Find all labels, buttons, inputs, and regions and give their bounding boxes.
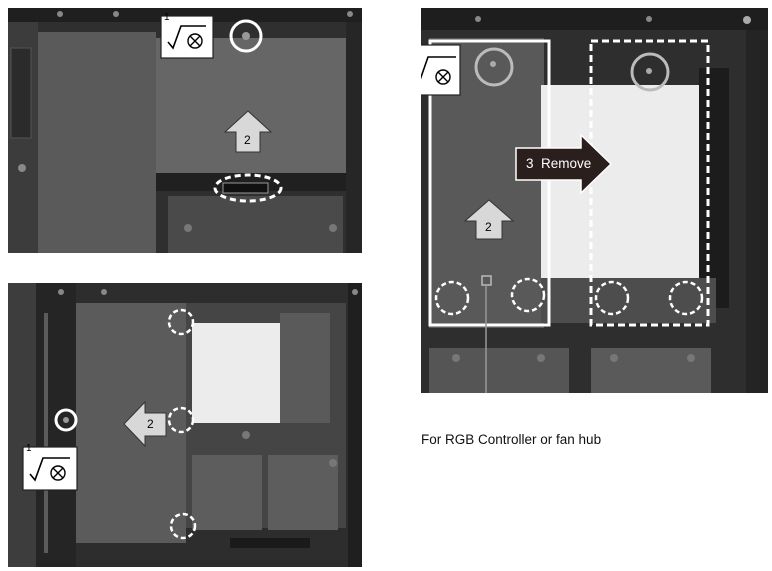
screw-remove-icon (22, 446, 78, 491)
screw-highlight-circle (474, 47, 514, 87)
step-number-label: 1 (26, 443, 32, 454)
top-left-photo (8, 8, 362, 253)
right-photo (421, 8, 768, 393)
tab-highlight-circle (167, 406, 195, 434)
left-arrow-icon (123, 400, 167, 448)
up-arrow-icon (463, 199, 515, 240)
arrow-number-label: 2 (147, 417, 154, 431)
screw-remove-icon (160, 15, 214, 59)
panel-right: 1 2 3 Remove (421, 8, 768, 393)
screw-highlight-circle (630, 52, 670, 92)
bottom-left-photo (8, 283, 362, 567)
arrow-number-label: 2 (485, 220, 492, 234)
latch-highlight-circle (594, 280, 630, 316)
panel-bottom-left: 1 2 (8, 283, 362, 567)
latch-highlight-circle (434, 280, 470, 316)
step-number-label: 1 (164, 12, 170, 23)
latch-highlight-ellipse (213, 173, 283, 203)
latch-highlight-circle (510, 277, 546, 313)
tab-highlight-circle (167, 308, 195, 336)
tab-highlight-circle (169, 512, 197, 540)
left-bracket-highlight (428, 39, 551, 327)
latch-highlight-circle (668, 280, 704, 316)
arrow-number-label: 2 (244, 133, 251, 147)
bright-opening (541, 85, 699, 285)
right-arrow-icon (515, 133, 613, 195)
bright-opening (192, 323, 280, 423)
rgb-controller-caption: For RGB Controller or fan hub (421, 432, 602, 447)
up-arrow-icon (223, 110, 273, 153)
remove-label: 3 Remove (526, 156, 592, 171)
screw-highlight-circle (54, 408, 78, 432)
panel-top-left: 1 2 (8, 8, 362, 253)
screw-highlight-circle (229, 19, 263, 53)
